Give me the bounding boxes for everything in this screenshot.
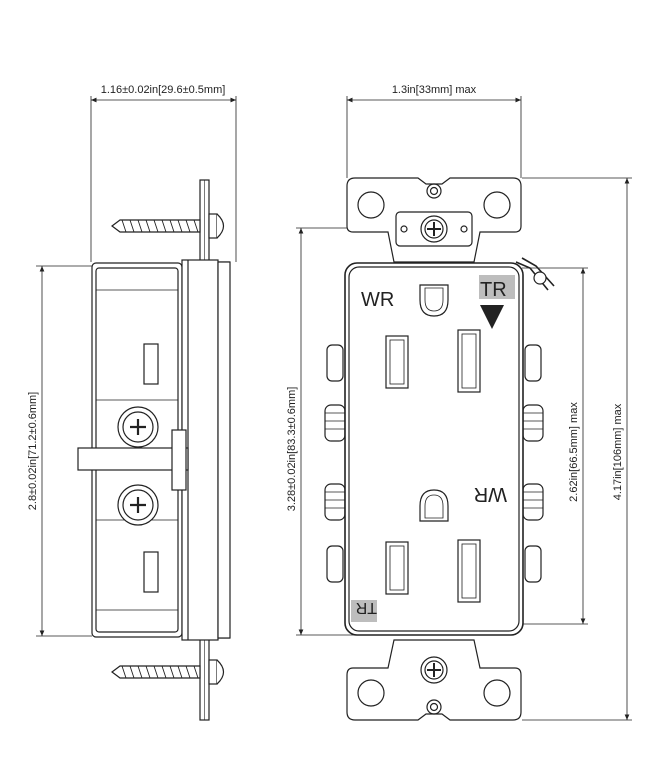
body-height-label: 3.28±0.02in[83.3±0.6mm] bbox=[286, 387, 298, 512]
lower-neutral-slot bbox=[385, 541, 409, 595]
tr-badge-bottom bbox=[351, 600, 377, 622]
upper-hot-slot bbox=[457, 329, 481, 393]
front-width-label: 1.3in[33mm] max bbox=[392, 84, 477, 96]
wr-marking-top: WR bbox=[361, 289, 394, 311]
side-view: 1.16±0.02in[29.6±0.5mm] 2.8±0.02in[71.2±… bbox=[27, 84, 237, 721]
front-width-dimension bbox=[346, 96, 522, 178]
top-right-mounting-hole bbox=[483, 191, 511, 219]
side-top-mounting-screw bbox=[111, 213, 225, 239]
top-left-mounting-hole bbox=[357, 191, 385, 219]
side-depth-label: 1.16±0.02in[29.6±0.5mm] bbox=[101, 84, 226, 96]
down-arrow-icon bbox=[480, 305, 504, 329]
side-height-dimension bbox=[36, 265, 92, 637]
tr-marking-top: TR bbox=[480, 279, 507, 301]
tr-badge-top bbox=[479, 275, 515, 299]
face-height-dimension bbox=[522, 267, 588, 625]
bottom-right-mounting-hole bbox=[483, 679, 511, 707]
ground-wire-hook bbox=[515, 257, 555, 291]
front-view: 1.3in[33mm] max 3.28±0.02in[83.3±0.6mm] … bbox=[286, 84, 632, 721]
side-depth-dimension bbox=[90, 96, 237, 262]
upper-neutral-slot bbox=[385, 335, 409, 389]
face-height-label: 2.62in[66.5mm] max bbox=[568, 402, 580, 502]
bottom-left-mounting-hole bbox=[357, 679, 385, 707]
side-bottom-mounting-screw bbox=[111, 659, 225, 685]
wr-marking-bottom: WR bbox=[474, 483, 507, 505]
side-terminal-screw-bottom bbox=[117, 484, 159, 526]
front-side-terminals bbox=[324, 344, 544, 583]
overall-height-dimension bbox=[522, 177, 632, 721]
lower-outlet bbox=[385, 489, 481, 603]
overall-height-label: 4.17in[106mm] max bbox=[612, 403, 624, 500]
bottom-mounting-yoke bbox=[346, 639, 522, 721]
side-body bbox=[77, 259, 231, 641]
tr-marking-bottom: TR bbox=[356, 599, 377, 616]
lower-hot-slot bbox=[457, 539, 481, 603]
top-mounting-yoke bbox=[346, 177, 522, 263]
upper-outlet bbox=[385, 284, 504, 393]
side-height-label: 2.8±0.02in[71.2±0.6mm] bbox=[27, 392, 39, 510]
side-terminal-screw-top bbox=[117, 406, 159, 448]
